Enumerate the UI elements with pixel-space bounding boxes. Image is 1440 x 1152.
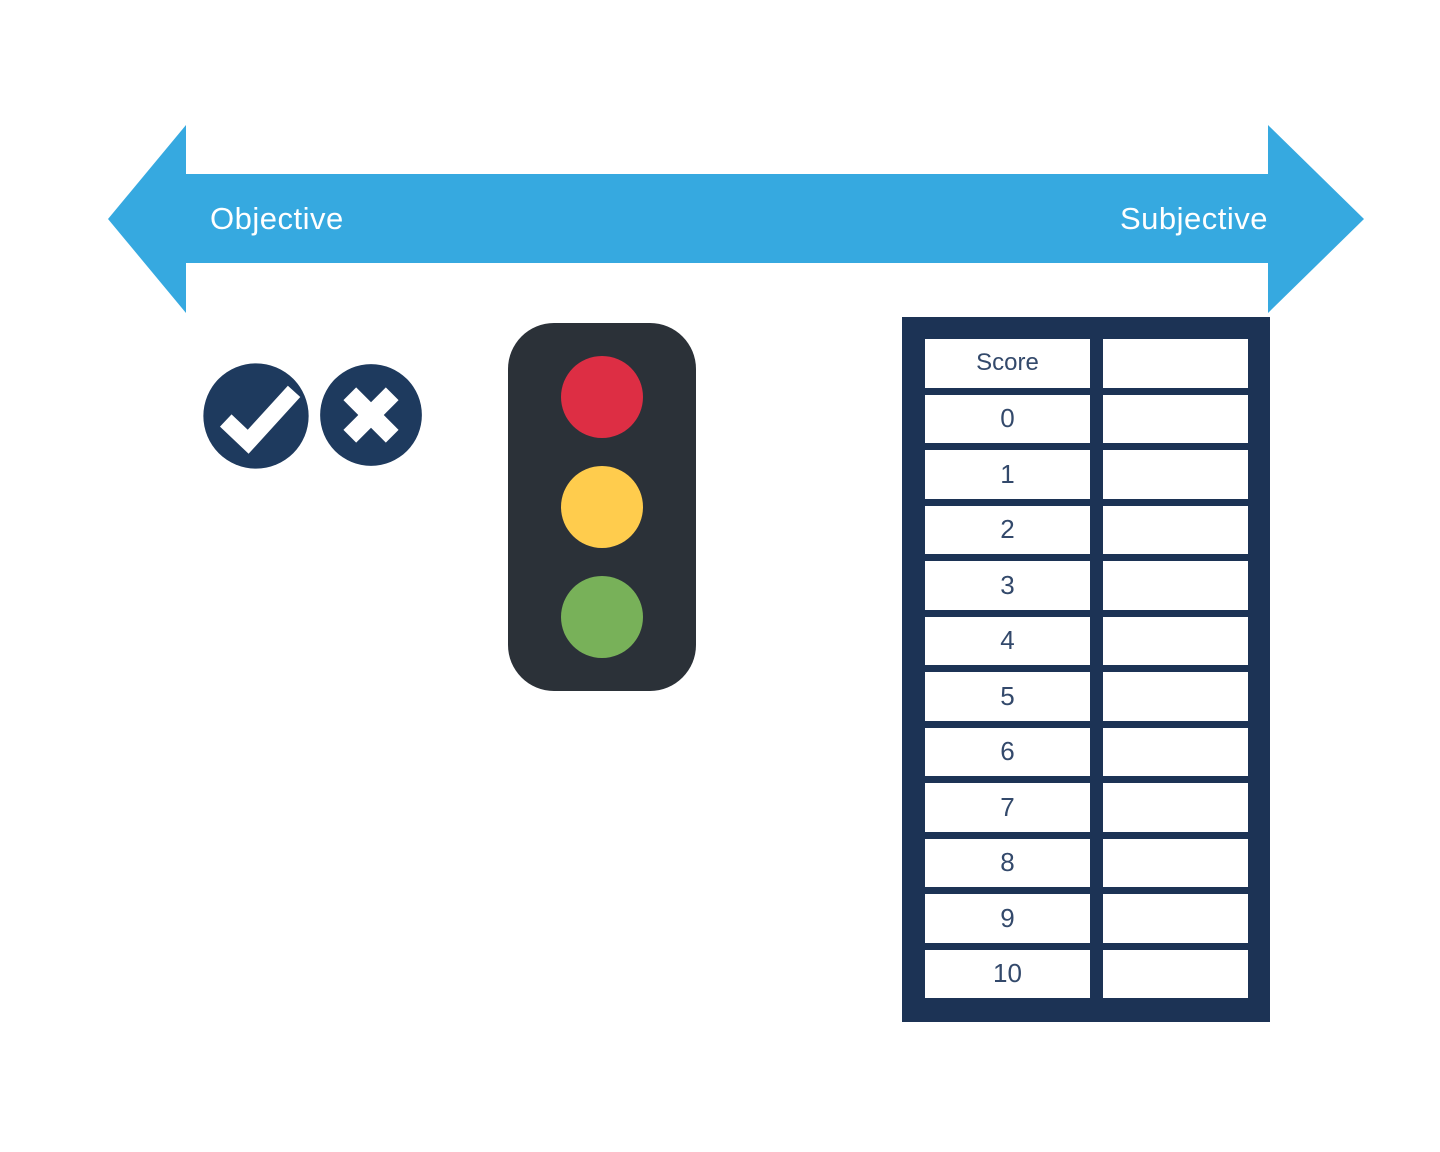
arrow-right-head xyxy=(1268,125,1364,313)
traffic-light-yellow xyxy=(561,466,643,548)
value-cell-6 xyxy=(1103,727,1248,776)
arrow-left-head xyxy=(108,125,186,313)
cross-icon xyxy=(320,364,422,466)
check-icon xyxy=(203,363,309,469)
score-cell-2: 2 xyxy=(925,505,1090,554)
score-cell-10: 10 xyxy=(925,949,1090,998)
value-cell-1 xyxy=(1103,450,1248,499)
traffic-light-green xyxy=(561,576,643,658)
cross-icon-glyph xyxy=(343,387,399,443)
check-icon-glyph xyxy=(219,385,301,454)
value-cell-0 xyxy=(1103,394,1248,443)
score-table-grid: Score 0 1 2 3 4 5 6 7 8 9 10 xyxy=(925,339,1248,998)
score-cell-7: 7 xyxy=(925,783,1090,832)
value-cell-8 xyxy=(1103,838,1248,887)
score-cell-4: 4 xyxy=(925,616,1090,665)
value-cell-10 xyxy=(1103,949,1248,998)
arrow-right-head-shape xyxy=(1268,125,1364,313)
traffic-light-red xyxy=(561,356,643,438)
score-header-cell: Score xyxy=(925,339,1090,388)
spectrum-arrow-shaft: Objective Subjective xyxy=(184,174,1270,263)
score-cell-8: 8 xyxy=(925,838,1090,887)
check-icon-circle xyxy=(203,363,309,469)
arrow-left-head-shape xyxy=(108,125,186,313)
value-cell-5 xyxy=(1103,672,1248,721)
value-cell-4 xyxy=(1103,616,1248,665)
score-cell-9: 9 xyxy=(925,894,1090,943)
objective-label: Objective xyxy=(210,200,344,236)
value-cell-2 xyxy=(1103,505,1248,554)
score-cell-1: 1 xyxy=(925,450,1090,499)
score-table-panel: Score 0 1 2 3 4 5 6 7 8 9 10 xyxy=(902,317,1270,1022)
subjective-label: Subjective xyxy=(1119,200,1268,236)
score-cell-6: 6 xyxy=(925,727,1090,776)
value-header-cell xyxy=(1103,339,1248,388)
value-cell-7 xyxy=(1103,783,1248,832)
value-cell-9 xyxy=(1103,894,1248,943)
score-cell-0: 0 xyxy=(925,394,1090,443)
score-cell-3: 3 xyxy=(925,561,1090,610)
score-cell-5: 5 xyxy=(925,672,1090,721)
traffic-light xyxy=(508,323,696,691)
value-cell-3 xyxy=(1103,561,1248,610)
